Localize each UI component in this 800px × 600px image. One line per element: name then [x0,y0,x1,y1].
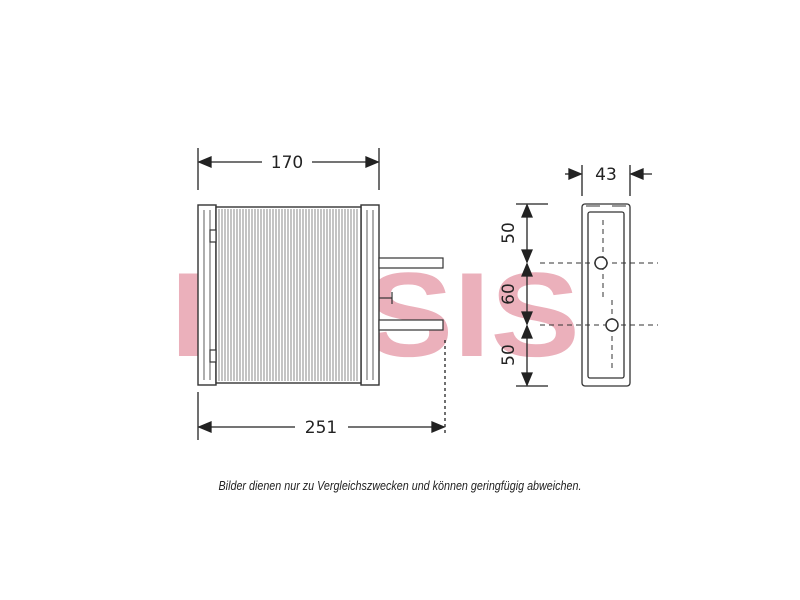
outlet-port [605,318,619,332]
dimension-overall-length [197,340,446,440]
disclaimer-caption: Bilder dienen nur zu Vergleichszwecken u… [218,479,582,493]
dimension-label-170: 170 [271,153,303,173]
dimension-label-50-top: 50 [499,222,519,244]
dimension-label-60: 60 [499,283,519,305]
side-outline [581,203,631,387]
dimension-label-251: 251 [305,418,337,438]
outlet-pipe [378,319,444,331]
front-view [197,204,444,386]
right-tank [360,204,380,386]
dimension-label-43: 43 [595,165,617,185]
side-view [540,203,658,387]
inlet-pipe [378,257,444,269]
dimension-depth [565,165,652,196]
inlet-port [594,256,608,270]
dimension-label-50-bottom: 50 [499,344,519,366]
fin-lines [218,209,358,381]
dimension-core-width [197,148,380,190]
dimension-heights [516,203,548,387]
